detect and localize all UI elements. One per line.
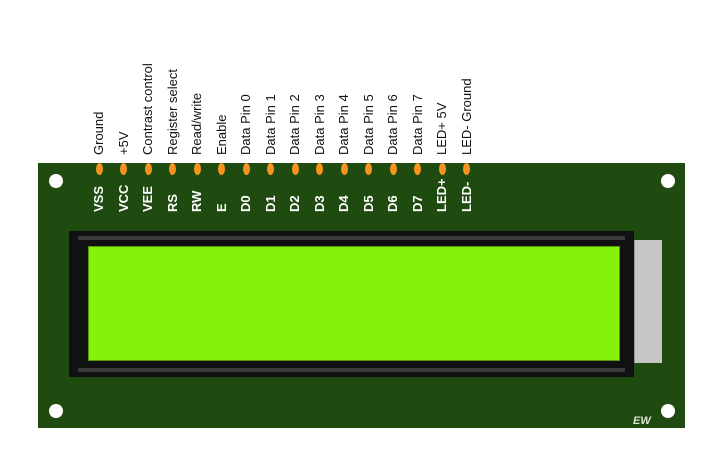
pin-16-name: LED-: [458, 181, 474, 212]
mounting-hole-top-left: [49, 174, 63, 188]
pin-9-description: Data Pin 2: [287, 94, 302, 155]
pin-5-description: Read/write: [189, 92, 204, 155]
backlight-tab: [634, 240, 662, 363]
mounting-hole-top-right: [661, 174, 675, 188]
pin-3-name: VEE: [140, 185, 155, 212]
lcd-screen: [88, 246, 620, 361]
pin-5-dot: [193, 163, 201, 175]
display-bezel: [69, 231, 634, 377]
pin-12-name: D5: [360, 195, 376, 212]
pin-11-dot: [340, 163, 348, 175]
pin-2-description: +5V: [115, 131, 131, 156]
pin-10-description: Data Pin 3: [311, 94, 327, 155]
pin-6-description: Enable: [213, 114, 229, 155]
pin-13-name: D6: [385, 195, 400, 212]
pin-13-description: Data Pin 6: [385, 94, 400, 155]
bezel-bottom-strip: [78, 368, 625, 372]
pin-9-dot: [291, 163, 299, 175]
pin-14-dot: [414, 163, 421, 175]
pin-12-dot: [365, 163, 372, 175]
pin-11-description: Data Pin 4: [336, 94, 351, 155]
pin-3-description: Contrast control: [140, 63, 155, 155]
pin-15-name: LED+: [434, 178, 449, 212]
pin-12-description: Data Pin 5: [360, 94, 376, 155]
pin-5-name: RW: [189, 190, 204, 212]
pin-8-name: D1: [262, 195, 278, 212]
pin-10-dot: [316, 163, 323, 175]
pin-3-dot: [144, 163, 152, 175]
pin-16-dot: [463, 163, 470, 175]
pin-14-description: Data Pin 7: [409, 94, 425, 155]
mounting-hole-bottom-left: [49, 404, 63, 418]
pin-6-dot: [218, 163, 225, 175]
pin-7-name: D0: [238, 195, 253, 212]
pin-1-name: VSS: [91, 185, 106, 212]
pin-13-dot: [389, 163, 397, 175]
pin-1-dot: [95, 163, 103, 175]
pin-2-dot: [120, 163, 127, 175]
pin-4-description: Register select: [164, 69, 180, 155]
pin-15-description: LED+ 5V: [434, 102, 449, 155]
pin-4-name: RS: [164, 193, 180, 212]
pin-11-name: D4: [336, 195, 351, 212]
pin-8-description: Data Pin 1: [262, 94, 278, 155]
mounting-hole-bottom-right: [661, 404, 675, 418]
pin-1-description: Ground: [91, 111, 106, 155]
pin-9-name: D2: [287, 195, 302, 212]
pin-6-name: E: [213, 203, 229, 212]
pin-15-dot: [438, 163, 446, 175]
pin-2-name: VCC: [115, 184, 131, 212]
pin-16-description: LED- Ground: [458, 78, 474, 155]
bezel-top-strip: [78, 236, 625, 240]
pin-4-dot: [169, 163, 176, 175]
pin-7-description: Data Pin 0: [238, 94, 253, 155]
pin-10-name: D3: [311, 195, 327, 212]
pin-14-name: D7: [409, 195, 425, 212]
pin-8-dot: [267, 163, 274, 175]
watermark-text: EW: [633, 415, 651, 427]
pin-7-dot: [242, 163, 250, 175]
